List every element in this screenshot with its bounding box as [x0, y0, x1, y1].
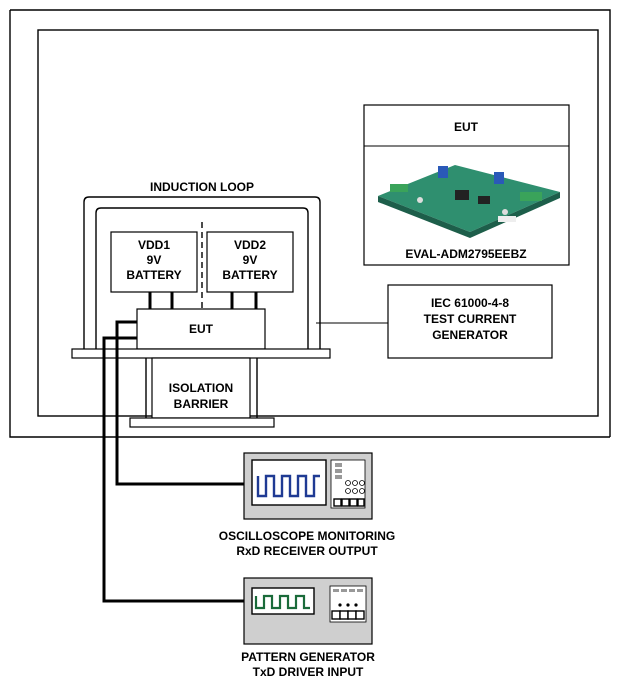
battery-cables — [148, 292, 258, 309]
induction-loop-label: INDUCTION LOOP — [150, 180, 254, 194]
battery-vdd1-line2: 9V — [147, 253, 162, 267]
blue-connector — [438, 166, 448, 178]
pattern-label-1: PATTERN GENERATOR — [241, 650, 375, 664]
induction-loop-inner — [95, 207, 309, 349]
eut-board-panel: EUT EVAL-ADM2795EEBZ — [363, 104, 570, 266]
ground-plane — [71, 348, 331, 359]
battery-vdd2-line3: BATTERY — [222, 268, 277, 282]
generator-line2: TEST CURRENT — [424, 312, 517, 326]
oscilloscope-connectors — [333, 498, 365, 507]
isolation-barrier: ISOLATION BARRIER — [129, 357, 275, 428]
battery-vdd2-line2: 9V — [243, 253, 258, 267]
generator-line1: IEC 61000-4-8 — [431, 296, 509, 310]
terminal-block — [520, 192, 542, 201]
isolation-label-1: ISOLATION — [169, 381, 233, 395]
battery-vdd2-line1: VDD2 — [234, 238, 266, 252]
component — [417, 197, 423, 203]
oscilloscope-label-1: OSCILLOSCOPE MONITORING — [219, 529, 395, 543]
square-wave-icon — [254, 594, 310, 610]
test-chamber — [37, 29, 599, 417]
component — [502, 209, 508, 215]
pattern-generator — [243, 577, 373, 645]
induction-loop — [83, 196, 321, 349]
pattern-label-2: TxD DRIVER INPUT — [253, 665, 364, 679]
knob-icon — [345, 480, 365, 494]
terminal-block — [390, 184, 408, 192]
test-current-generator: IEC 61000-4-8 TEST CURRENT GENERATOR — [387, 284, 553, 359]
rxd-cable — [115, 320, 252, 486]
generator-line3: GENERATOR — [432, 328, 508, 342]
battery-vdd1-line1: VDD1 — [138, 238, 170, 252]
blue-connector — [494, 172, 504, 184]
board-edge — [378, 196, 470, 238]
txd-cable — [102, 336, 252, 603]
board-logo — [498, 216, 516, 222]
ic-chip — [478, 196, 490, 204]
battery-vdd2: VDD2 9V BATTERY — [206, 231, 294, 293]
ic-chip — [455, 190, 469, 200]
battery-vdd1-line3: BATTERY — [126, 268, 181, 282]
square-wave-icon — [256, 474, 320, 498]
eut-panel-title: EUT — [454, 120, 479, 134]
oscilloscope — [243, 452, 373, 520]
eut-center-box: EUT — [136, 308, 266, 350]
knob-icon — [338, 603, 358, 607]
board-edge-side — [470, 192, 560, 238]
battery-vdd1: VDD1 9V BATTERY — [110, 231, 198, 293]
pattern-generator-buttons — [333, 589, 363, 592]
outer-enclosure — [9, 9, 611, 438]
pcb-board-icon — [378, 165, 560, 238]
isolation-label-2: BARRIER — [174, 397, 229, 411]
pattern-generator-connectors — [331, 610, 365, 620]
oscilloscope-label-2: RxD RECEIVER OUTPUT — [236, 544, 378, 558]
eut-center-label: EUT — [189, 322, 214, 336]
barrier-base — [129, 417, 275, 428]
oscilloscope-buttons — [335, 463, 342, 479]
eval-board-label: EVAL-ADM2795EEBZ — [405, 247, 526, 261]
